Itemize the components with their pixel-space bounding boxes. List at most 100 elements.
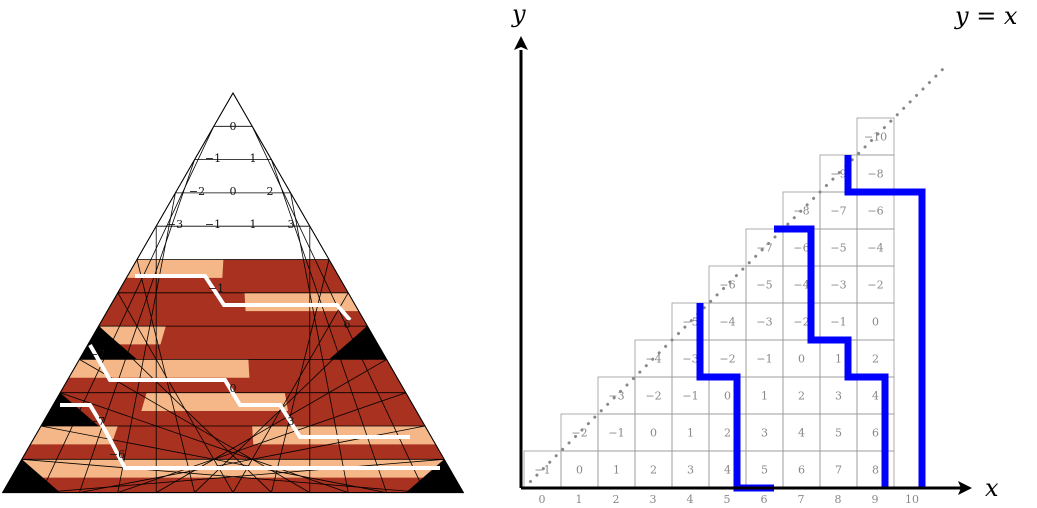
cell-label: −4 bbox=[867, 242, 883, 255]
top-label: −2 bbox=[189, 185, 205, 198]
x-tick-label: 7 bbox=[798, 493, 805, 506]
light-tile-band bbox=[68, 359, 250, 378]
cell-grid: −1012345678−2−10123456−3−2−101234−4−3−2−… bbox=[523, 117, 895, 489]
x-axis-label: x bbox=[985, 474, 999, 502]
diagonal-line bbox=[522, 66, 946, 490]
cell-label: −1 bbox=[756, 353, 772, 366]
x-tick-label: 9 bbox=[872, 493, 879, 506]
cell-label: −6 bbox=[867, 205, 883, 218]
top-label: −3 bbox=[167, 218, 183, 231]
cell-label: −10 bbox=[864, 131, 887, 144]
grid-cell bbox=[856, 117, 895, 156]
white-path bbox=[135, 274, 352, 322]
cell-label: −1 bbox=[608, 427, 624, 440]
hole-triangle bbox=[413, 472, 464, 493]
cell-label: 8 bbox=[872, 464, 879, 477]
x-tick-label: 10 bbox=[905, 493, 919, 506]
cell-label: 0 bbox=[798, 353, 805, 366]
top-label: −1 bbox=[205, 218, 221, 231]
cell-label: 4 bbox=[872, 390, 879, 403]
x-tick-label: 4 bbox=[687, 493, 694, 506]
light-tile-band bbox=[30, 426, 118, 445]
x-tick-label: 5 bbox=[724, 493, 731, 506]
cell-label: 0 bbox=[872, 316, 879, 329]
lattice-plot: −1012345678−2−10123456−3−2−101234−4−3−2−… bbox=[511, 0, 1018, 506]
cell-label: 0 bbox=[576, 464, 583, 477]
cell-label: 1 bbox=[687, 427, 694, 440]
light-tile-band bbox=[126, 259, 224, 278]
hole-triangle bbox=[329, 326, 387, 360]
cell-label: 0 bbox=[650, 427, 657, 440]
cell-label: 1 bbox=[835, 353, 842, 366]
cell-label: 7 bbox=[835, 464, 842, 477]
grid-line bbox=[40, 425, 387, 493]
cell-label: −1 bbox=[830, 316, 846, 329]
top-label: −1 bbox=[205, 152, 221, 165]
triangle-labels: 0 −1 1 −2 0 2 −3 −1 1 3 −1 6 −7 0 −7 3 −… bbox=[89, 120, 351, 461]
cell-label: −5 bbox=[756, 279, 772, 292]
cell-label: 3 bbox=[835, 390, 842, 403]
top-label: 3 bbox=[288, 218, 295, 231]
cell-label: 0 bbox=[724, 390, 731, 403]
cell-label: −6 bbox=[719, 279, 735, 292]
tiling-triangle: 0 −1 1 −2 0 2 −3 −1 1 3 −1 6 −7 0 −7 3 −… bbox=[1, 91, 465, 494]
cell-label: −4 bbox=[793, 279, 809, 292]
tiling-tiles bbox=[2, 259, 464, 493]
grid-line bbox=[40, 458, 445, 493]
cell-label: 5 bbox=[835, 427, 842, 440]
white-paths bbox=[60, 274, 440, 470]
cell-label: −2 bbox=[793, 316, 809, 329]
path-b bbox=[774, 225, 889, 488]
x-tick-label: 6 bbox=[761, 493, 768, 506]
x-tick-label: 2 bbox=[613, 493, 620, 506]
path-label: −6 bbox=[109, 448, 125, 461]
top-label: 0 bbox=[230, 185, 237, 198]
cell-label: −3 bbox=[608, 390, 624, 403]
cell-label: −3 bbox=[756, 316, 772, 329]
cell-label: −1 bbox=[682, 390, 698, 403]
cell-label: 2 bbox=[650, 464, 657, 477]
x-axis-arrow-icon bbox=[958, 481, 972, 495]
white-path bbox=[60, 403, 440, 470]
path-label: −7 bbox=[89, 348, 105, 361]
y-axis-label: y bbox=[511, 0, 526, 28]
cell-label: −9 bbox=[830, 168, 846, 181]
path-c bbox=[844, 155, 926, 488]
path-label: 6 bbox=[344, 318, 351, 331]
diagonal-label: y = x bbox=[954, 2, 1018, 30]
top-label: 1 bbox=[250, 152, 257, 165]
y-axis-arrow-icon bbox=[514, 36, 528, 50]
path-label: −1 bbox=[208, 282, 224, 295]
axes: x y y = x bbox=[511, 0, 1018, 502]
cell-label: 1 bbox=[761, 390, 768, 403]
cell-label: 5 bbox=[761, 464, 768, 477]
cell-label: 2 bbox=[872, 353, 879, 366]
cell-label: 3 bbox=[761, 427, 768, 440]
x-tick-label: 0 bbox=[539, 493, 546, 506]
cell-label: −8 bbox=[867, 168, 883, 181]
path-label: 3 bbox=[288, 415, 295, 428]
cell-label: −3 bbox=[682, 353, 698, 366]
cell-label: 4 bbox=[724, 464, 731, 477]
x-tick-label: 8 bbox=[835, 493, 842, 506]
cell-label: −5 bbox=[830, 242, 846, 255]
triangle-outline bbox=[1, 91, 465, 494]
grid-line bbox=[21, 458, 426, 493]
cell-label: −6 bbox=[793, 242, 809, 255]
cell-label: 6 bbox=[872, 427, 879, 440]
hole-triangle bbox=[2, 472, 53, 493]
cell-label: 1 bbox=[613, 464, 620, 477]
path-label: −7 bbox=[89, 415, 105, 428]
path-label: 0 bbox=[230, 382, 237, 395]
x-tick-label: 1 bbox=[576, 493, 583, 506]
cell-label: 4 bbox=[798, 427, 805, 440]
cell-label: 2 bbox=[798, 390, 805, 403]
cell-label: −7 bbox=[756, 242, 772, 255]
cell-label: 2 bbox=[724, 427, 731, 440]
cell-label: −5 bbox=[682, 316, 698, 329]
cell-label: −4 bbox=[719, 316, 735, 329]
cell-label: −1 bbox=[534, 464, 550, 477]
cell-label: −2 bbox=[719, 353, 735, 366]
